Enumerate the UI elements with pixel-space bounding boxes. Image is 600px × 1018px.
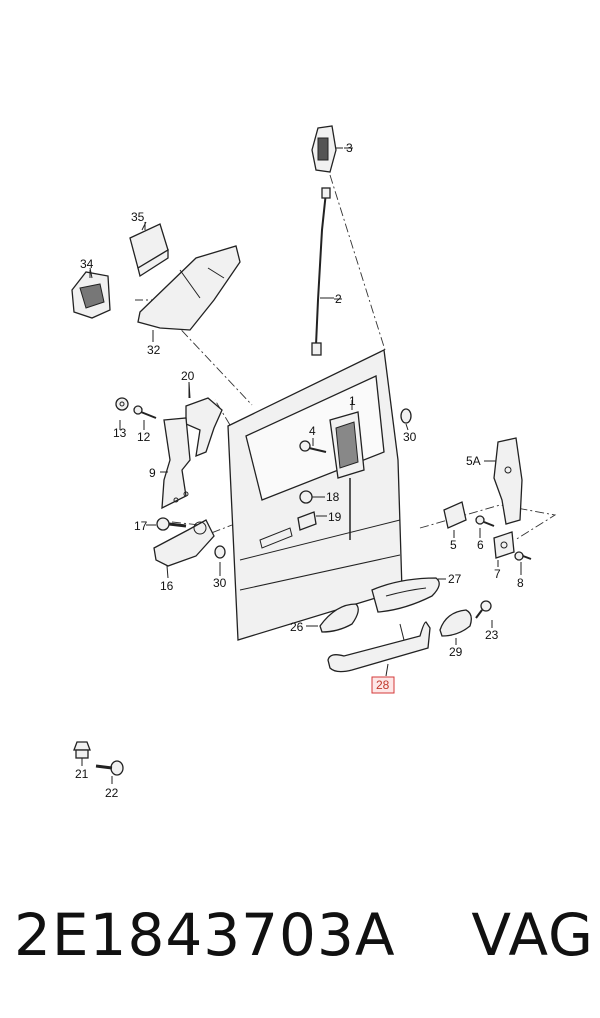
part-number: 2E1843703A — [14, 901, 396, 969]
callout-32: 32 — [147, 343, 161, 357]
exploded-parts-diagram: 3 2 35 34 32 20 13 12 9 17 16 30 30 1 4 … — [71, 125, 557, 800]
callout-29: 29 — [449, 645, 463, 659]
part-13-washer — [115, 397, 129, 411]
callout-30-lower: 30 — [213, 576, 227, 590]
part-18-19-fasteners — [297, 490, 322, 531]
callout-18: 18 — [326, 490, 340, 504]
part-23-screw — [475, 600, 492, 619]
part-5-guide — [443, 501, 467, 529]
callout-13: 13 — [113, 426, 127, 440]
callout-5A: 5A — [466, 454, 481, 468]
brand-name: VAG — [471, 901, 594, 969]
callout-35: 35 — [131, 210, 145, 224]
callout-26: 26 — [290, 620, 304, 634]
callout-6: 6 — [477, 538, 484, 552]
part-17-bolt — [156, 517, 187, 531]
callout-16: 16 — [160, 579, 174, 593]
part-30-grommet-left — [214, 545, 226, 559]
part-1-lock-body — [329, 400, 365, 540]
part-29-end-cap — [439, 609, 472, 637]
part-34-motor — [71, 267, 111, 319]
part-3-upper-lock — [311, 125, 343, 173]
callout-23: 23 — [485, 628, 499, 642]
callout-5: 5 — [450, 538, 457, 552]
callout-8: 8 — [517, 576, 524, 590]
callout-3: 3 — [346, 141, 353, 155]
part-16-roller-assembly — [153, 519, 215, 579]
part-30-grommet-right — [400, 408, 412, 424]
callout-27: 27 — [448, 572, 462, 586]
callout-22: 22 — [105, 786, 119, 800]
part-22-bolt — [95, 760, 124, 776]
callout-30-upper: 30 — [403, 430, 417, 444]
callout-9: 9 — [149, 466, 156, 480]
part-12-screw — [133, 405, 157, 419]
callout-2: 2 — [335, 292, 342, 306]
callout-28-highlight-box — [371, 676, 395, 694]
callout-leaders — [81, 147, 522, 784]
callout-19: 19 — [328, 510, 342, 524]
callout-4: 4 — [309, 424, 316, 438]
part-26-handle-cap — [319, 603, 359, 633]
callout-17: 17 — [134, 519, 148, 533]
part-35-control-module — [129, 221, 169, 278]
part-8-screw — [514, 551, 532, 561]
callout-20: 20 — [181, 369, 195, 383]
part-6-screw — [475, 515, 495, 527]
part-4-screw — [299, 440, 327, 453]
part-caption: 2E1843703A VAG — [14, 895, 594, 975]
part-28-door-handle — [327, 621, 431, 677]
part-21-nut — [73, 741, 91, 759]
part-27-handle-trim — [371, 577, 440, 613]
part-7-plate — [493, 531, 515, 559]
callout-1: 1 — [349, 394, 356, 408]
callout-28: 28 — [376, 678, 390, 692]
callout-21: 21 — [75, 767, 89, 781]
part-9-hinge-plate — [161, 417, 191, 510]
part-5A-striker-bracket — [493, 437, 523, 525]
callout-12: 12 — [137, 430, 151, 444]
callout-7: 7 — [494, 567, 501, 581]
callout-labels: 3 2 35 34 32 20 13 12 9 17 16 30 30 1 4 … — [75, 141, 524, 800]
part-2-cable — [311, 187, 334, 356]
part-20-bracket — [185, 381, 223, 458]
callout-34: 34 — [80, 257, 94, 271]
